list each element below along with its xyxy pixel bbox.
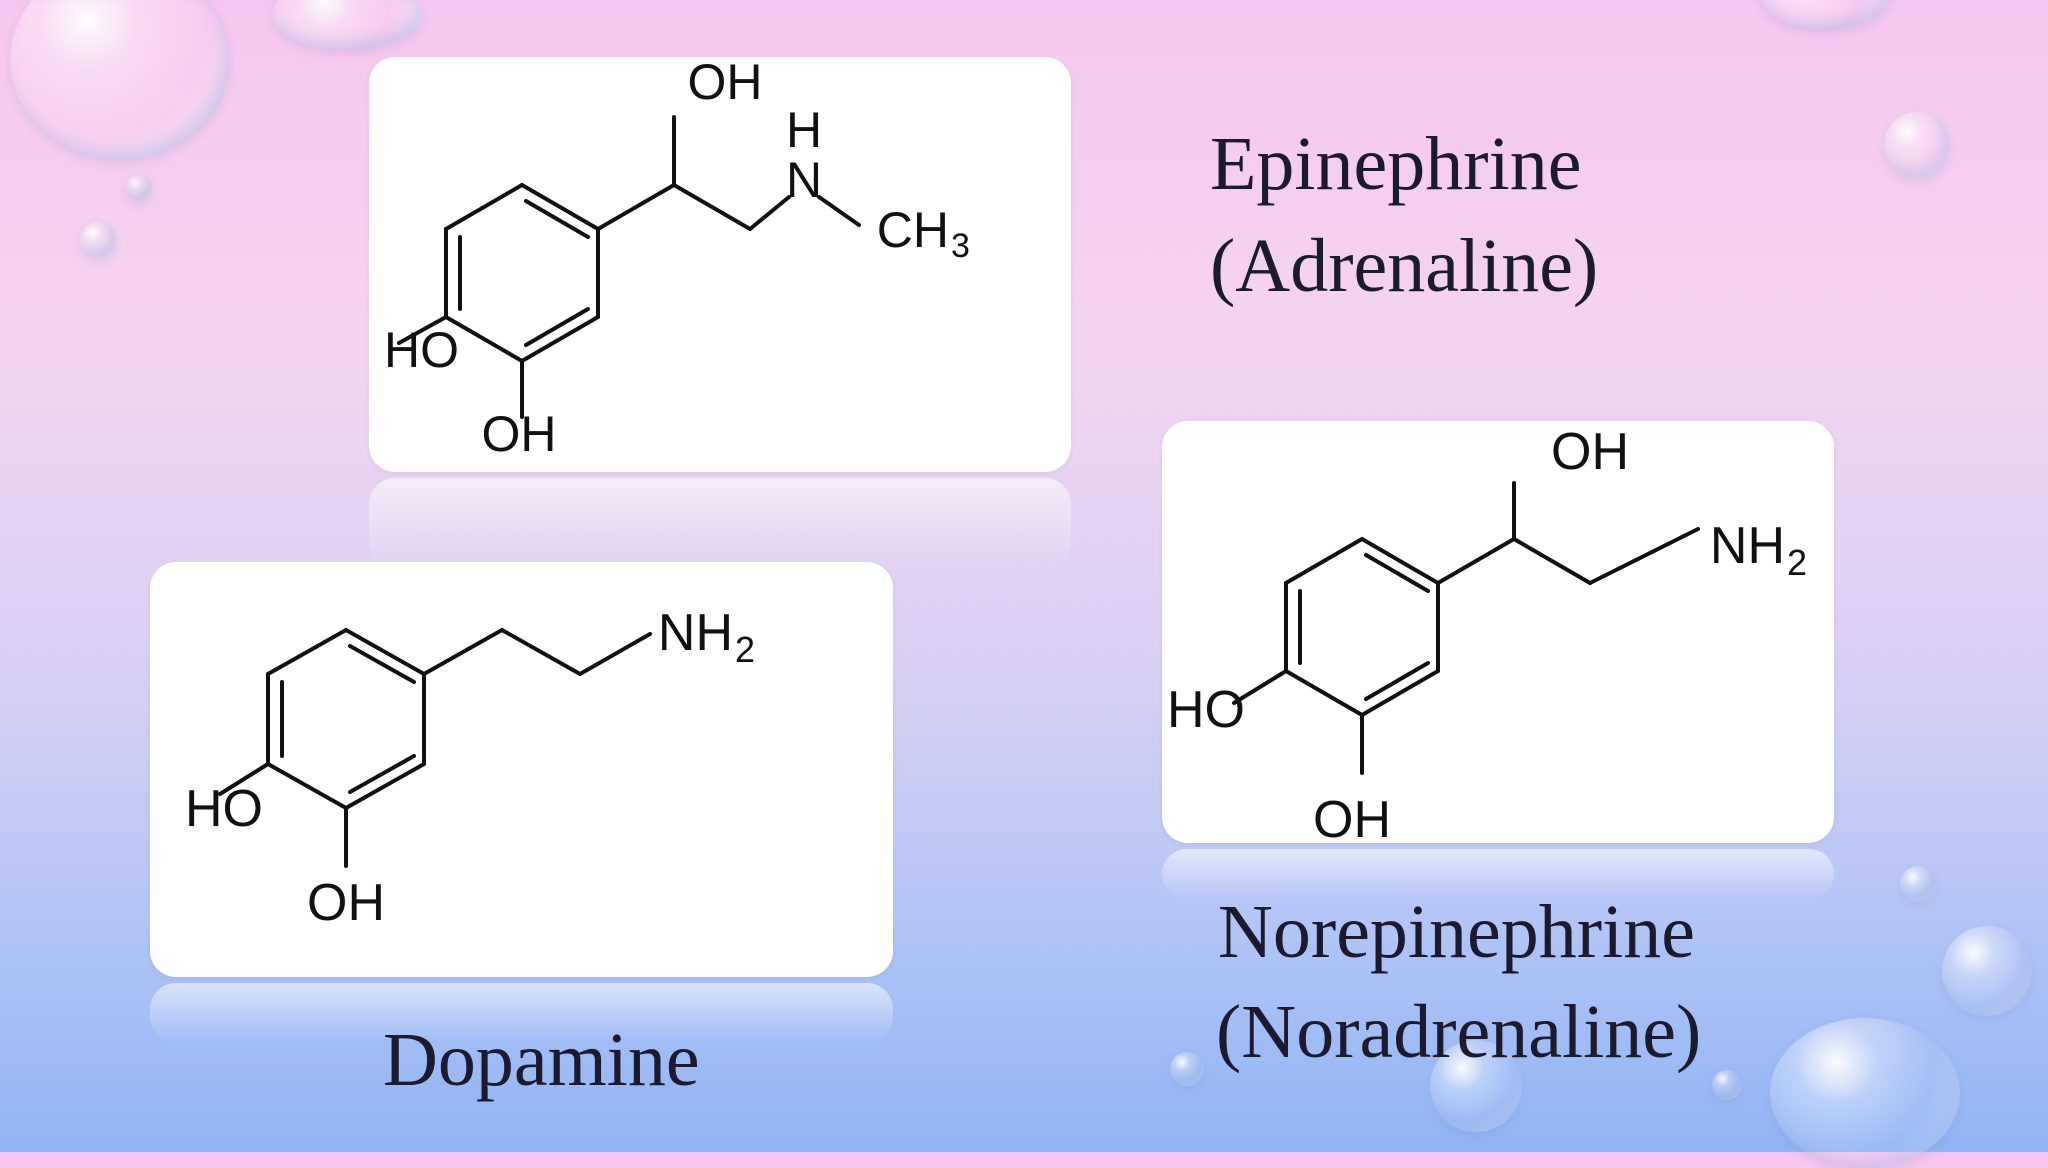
atom-label: HO [384,322,459,378]
water-drop-decoration [1430,1040,1522,1132]
atom-label: OH [1313,791,1391,843]
atom-label: HO [1167,681,1245,739]
dopamine-name: Dopamine [383,1018,700,1102]
atom-label: OH [482,406,557,462]
water-drop-decoration [1170,1052,1204,1086]
atom-label: NH [1710,517,1785,575]
atom-subscript: 3 [951,227,970,265]
atom-subscript: 2 [1787,542,1807,583]
norepinephrine-structure-card: OH NH 2 HO OH [1162,421,1834,843]
norepinephrine-structure: OH NH 2 HO OH [1167,423,1807,843]
epinephrine-structure: OH H N CH 3 HO OH [384,57,970,462]
water-drop-decoration [1884,112,1950,178]
water-drop-decoration [1770,1018,1960,1168]
norepinephrine-alt-name: (Noradrenaline) [1216,990,1702,1074]
atom-label: OH [688,57,763,110]
atom-label: OH [307,874,385,932]
atom-label: CH [877,202,949,258]
card-reflection [150,983,893,1043]
water-drop-decoration [10,0,230,160]
atom-label: H [786,102,822,158]
water-drop-decoration [80,222,116,258]
atom-subscript: 2 [735,629,755,670]
epinephrine-alt-name: (Adrenaline) [1210,224,1599,308]
water-drop-decoration [272,0,422,50]
atom-label: HO [185,780,263,838]
epinephrine-name: Epinephrine [1210,122,1582,206]
atom-label: N [786,152,822,208]
water-drop-decoration [126,175,152,201]
card-reflection [369,478,1071,568]
water-drop-decoration [1900,866,1936,902]
water-drop-decoration [1760,0,1890,30]
norepinephrine-name: Norepinephrine [1218,890,1695,974]
water-drop-decoration [1942,926,2032,1016]
card-reflection [1162,849,1834,899]
atom-label: NH [658,604,733,662]
water-drop-decoration [1712,1070,1742,1100]
dopamine-structure: NH 2 HO OH [185,604,755,932]
atom-label: OH [1551,423,1629,481]
epinephrine-structure-card: OH H N CH 3 HO OH [369,57,1071,472]
dopamine-structure-card: NH 2 HO OH [150,562,893,977]
